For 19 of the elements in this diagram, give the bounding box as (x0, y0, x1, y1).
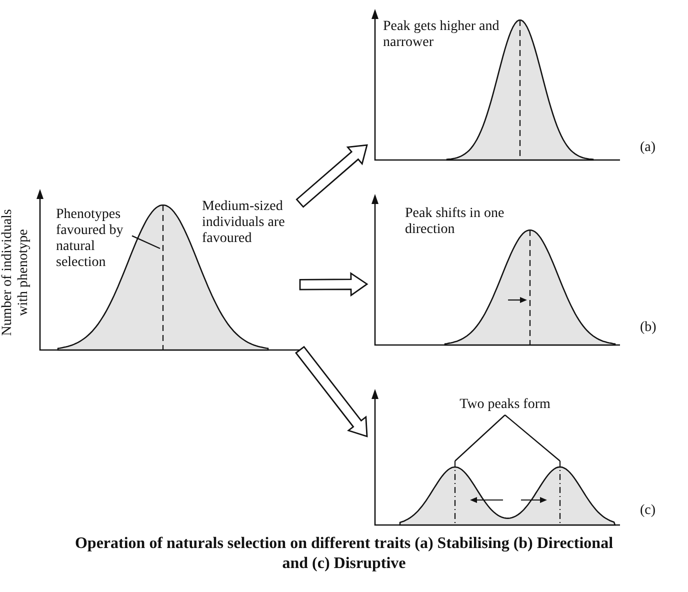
panel-label: (a) (640, 140, 656, 156)
hollow-arrow (295, 346, 368, 438)
annotation-text: Medium-sized individuals are favoured (202, 199, 286, 247)
annotation-text: Peak gets higher and narrower (383, 19, 500, 51)
panel-label: (c) (640, 503, 656, 519)
panel-label: (b) (640, 320, 656, 336)
peak-marker-line (557, 461, 563, 525)
annotation-text: Phenotypes favoured by natural selection (56, 207, 132, 271)
peak-marker-line (160, 205, 166, 350)
leader-line (132, 235, 160, 250)
hollow-arrow (296, 144, 368, 208)
annotation-text: Two peaks form (450, 397, 560, 413)
leader-line (504, 414, 560, 462)
hollow-arrow (299, 272, 368, 297)
leader-line (454, 414, 506, 462)
axis-title: Number of individuals with phenotype (0, 208, 32, 338)
peak-marker-line (452, 461, 458, 525)
annotation-text: Peak shifts in one direction (405, 206, 506, 238)
caption: Operation of naturals selection on different traits (a) Stabilising (b) Directional and (c) Disruptive (74, 534, 614, 574)
